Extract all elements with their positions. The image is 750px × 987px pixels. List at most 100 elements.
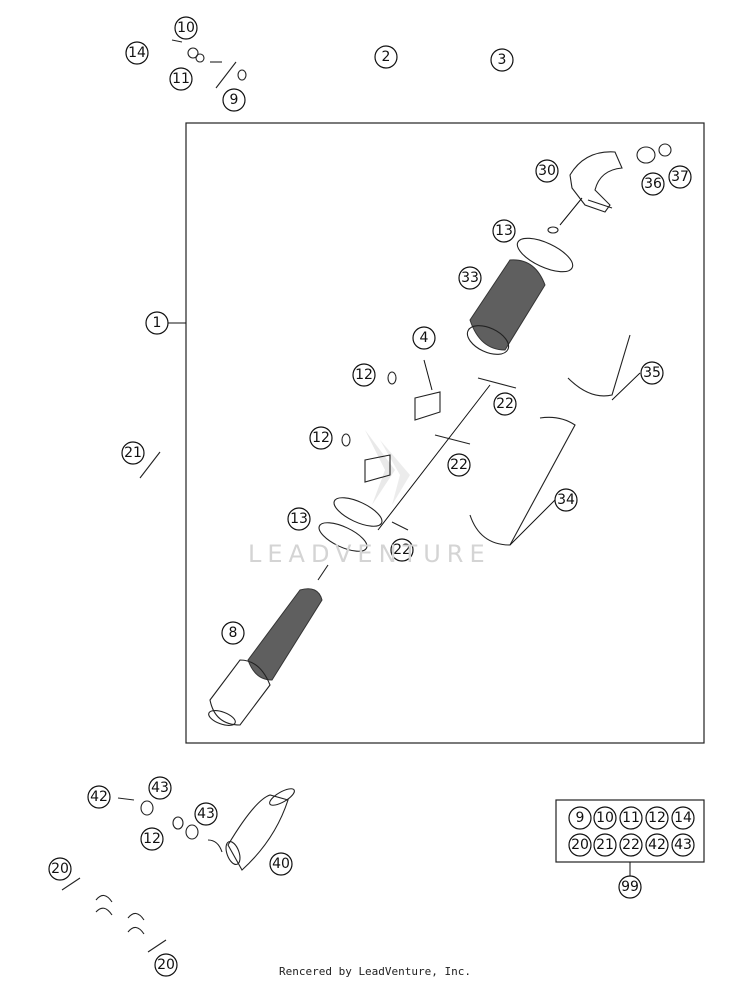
callout-1[interactable]: 1 (145, 311, 169, 335)
svg-text:8: 8 (229, 625, 238, 641)
callout-20-bottom[interactable]: 20 (154, 953, 178, 977)
kit-callout[interactable]: 11 (619, 806, 643, 830)
callout-22-a[interactable]: 22 (493, 392, 517, 416)
callout-2[interactable]: 2 (374, 45, 398, 69)
svg-text:11: 11 (172, 71, 190, 87)
svg-text:40: 40 (272, 856, 290, 872)
shell-upper (567, 334, 631, 397)
perforated-core-upper (466, 259, 546, 355)
svg-text:43: 43 (151, 780, 169, 796)
svg-text:12: 12 (143, 831, 161, 847)
callout-8[interactable]: 8 (221, 621, 245, 645)
svg-text:21: 21 (124, 445, 142, 461)
callout-34[interactable]: 34 (554, 488, 578, 512)
perforated-core-lower (208, 564, 329, 726)
footer-credit: Rencered by LeadVenture, Inc. (278, 965, 472, 978)
callout-4[interactable]: 4 (412, 326, 436, 350)
svg-text:11: 11 (622, 810, 640, 826)
callout-20-top[interactable]: 20 (48, 857, 72, 881)
svg-text:20: 20 (157, 957, 175, 973)
callout-12-middle[interactable]: 12 (309, 426, 333, 450)
callout-22-b[interactable]: 22 (447, 453, 471, 477)
callout-35[interactable]: 35 (640, 361, 664, 385)
svg-text:34: 34 (557, 492, 575, 508)
svg-text:22: 22 (450, 457, 468, 473)
kit-callout[interactable]: 20 (568, 833, 592, 857)
svg-text:12: 12 (355, 367, 373, 383)
gasket-lower-2 (318, 522, 368, 552)
callout-33[interactable]: 33 (458, 266, 482, 290)
svg-text:43: 43 (197, 806, 215, 822)
svg-text:42: 42 (90, 789, 108, 805)
svg-text:10: 10 (177, 20, 195, 36)
callout-11[interactable]: 11 (169, 67, 193, 91)
shell-lower (469, 416, 576, 546)
svg-text:4: 4 (420, 330, 429, 346)
svg-text:14: 14 (674, 810, 692, 826)
callout-43-top[interactable]: 43 (148, 776, 172, 800)
svg-text:13: 13 (290, 511, 308, 527)
callout-42[interactable]: 42 (87, 785, 111, 809)
callout-21[interactable]: 21 (121, 441, 145, 465)
svg-text:9: 9 (230, 92, 239, 108)
kit-callout[interactable]: 12 (645, 806, 669, 830)
callout-12-lower[interactable]: 12 (140, 827, 164, 851)
callout-12-upper[interactable]: 12 (352, 363, 376, 387)
callout-40[interactable]: 40 (269, 852, 293, 876)
kit-callout[interactable]: 42 (645, 833, 669, 857)
svg-text:30: 30 (538, 163, 556, 179)
callout-22-c[interactable]: 22 (390, 538, 414, 562)
small-hardware-group (171, 39, 247, 89)
rivets (377, 377, 517, 531)
svg-text:14: 14 (128, 45, 146, 61)
callout-37[interactable]: 37 (668, 165, 692, 189)
svg-text:13: 13 (495, 223, 513, 239)
callout-36[interactable]: 36 (641, 172, 665, 196)
svg-text:22: 22 (622, 837, 640, 853)
svg-text:12: 12 (312, 430, 330, 446)
kit-callout[interactable]: 9 (568, 806, 592, 830)
header-pipe (227, 794, 289, 871)
callout-9[interactable]: 9 (222, 88, 246, 112)
watermark-logo (365, 430, 410, 505)
callout-30[interactable]: 30 (535, 159, 559, 183)
callout-43-bottom[interactable]: 43 (194, 802, 218, 826)
kit-callout[interactable]: 10 (593, 806, 617, 830)
callout-13-upper[interactable]: 13 (492, 219, 516, 243)
clamps (61, 877, 167, 953)
svg-text:36: 36 (644, 176, 662, 192)
kit-callout[interactable]: 14 (671, 806, 695, 830)
svg-text:33: 33 (461, 270, 479, 286)
end-cap-elbow (569, 143, 672, 213)
bracket-clips (341, 359, 441, 483)
svg-text:20: 20 (51, 861, 69, 877)
svg-text:43: 43 (674, 837, 692, 853)
assembly-frame (185, 122, 705, 744)
kit-callout[interactable]: 22 (619, 833, 643, 857)
lower-hardware-group (117, 797, 223, 853)
watermark: LEADVENTURE (248, 540, 491, 568)
kit-row-1: 9 10 11 12 14 (568, 806, 695, 830)
svg-text:22: 22 (496, 396, 514, 412)
callout-13-lower[interactable]: 13 (287, 507, 311, 531)
svg-text:12: 12 (648, 810, 666, 826)
rod-21 (139, 451, 161, 479)
svg-text:9: 9 (576, 810, 585, 826)
kit-callout[interactable]: 43 (671, 833, 695, 857)
gasket-lower (333, 497, 383, 527)
svg-text:10: 10 (596, 810, 614, 826)
callout-3[interactable]: 3 (490, 48, 514, 72)
callout-99[interactable]: 99 (618, 875, 642, 899)
kit-row-2: 20 21 22 42 43 (568, 833, 695, 857)
svg-text:3: 3 (498, 52, 507, 68)
callout-14[interactable]: 14 (125, 41, 149, 65)
svg-text:42: 42 (648, 837, 666, 853)
callout-10[interactable]: 10 (174, 16, 198, 40)
kit-callout[interactable]: 21 (593, 833, 617, 857)
svg-text:35: 35 (643, 365, 661, 381)
svg-text:99: 99 (621, 879, 639, 895)
svg-text:1: 1 (153, 315, 162, 331)
svg-text:2: 2 (382, 49, 391, 65)
leader-lines (168, 322, 641, 546)
